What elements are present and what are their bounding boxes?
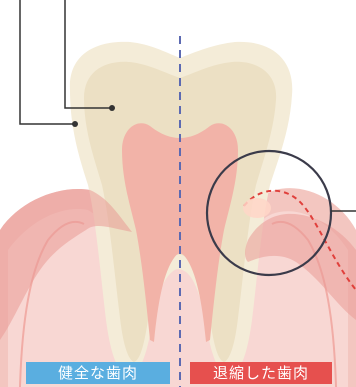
leader-line-outer [20,0,75,124]
leader-dot-inner [109,105,115,111]
receded-gum-label: 退縮した歯肉 [190,362,332,384]
healthy-gum-label: 健全な歯肉 [26,362,170,384]
recession-highlight [243,198,271,218]
leader-dot-outer [72,121,78,127]
